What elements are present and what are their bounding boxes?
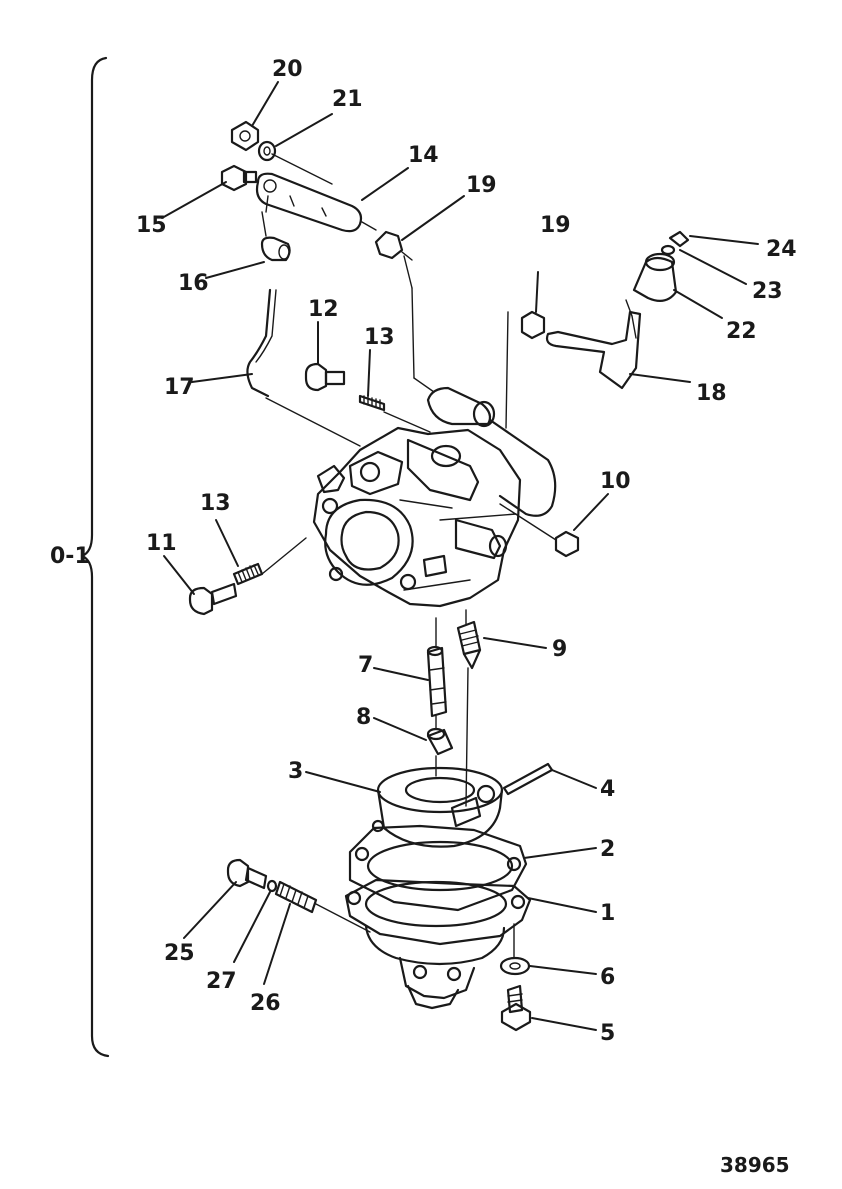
callout-19a: 19	[466, 173, 497, 198]
callout-7: 7	[358, 653, 373, 678]
part-screw-25	[226, 858, 268, 890]
callout-24: 24	[766, 237, 797, 262]
callout-21: 21	[332, 87, 363, 112]
callout-27: 27	[206, 969, 237, 994]
part-screw-10	[554, 530, 580, 558]
callout-13a: 13	[364, 325, 395, 350]
part-pin-4	[502, 762, 554, 796]
part-rod-17	[246, 288, 277, 398]
callout-3: 3	[288, 759, 303, 784]
figure-number: 38965	[720, 1153, 790, 1177]
part-screw-15	[220, 164, 258, 192]
callout-15: 15	[136, 213, 167, 238]
callout-11: 11	[146, 531, 177, 556]
part-bushing-16	[260, 236, 291, 262]
callout-23: 23	[752, 279, 783, 304]
part-spring-13a	[358, 394, 386, 412]
part-screw-11	[188, 582, 238, 616]
callout-9: 9	[552, 637, 567, 662]
callout-20: 20	[272, 57, 303, 82]
callout-6: 6	[600, 965, 615, 990]
callout-13b: 13	[200, 491, 231, 516]
callout-19b: 19	[540, 213, 571, 238]
part-clip-19a	[374, 230, 413, 261]
part-washer-21	[257, 140, 277, 162]
callout-18: 18	[696, 381, 727, 406]
part-nozzle-7	[426, 645, 448, 718]
part-float-3	[376, 766, 504, 848]
part-bowl-1	[344, 878, 532, 1010]
assembly-centerlines	[261, 153, 633, 959]
group-label: 0-1	[50, 544, 90, 569]
callout-4: 4	[600, 777, 615, 802]
callout-17: 17	[164, 375, 195, 400]
part-screw-5	[500, 984, 532, 1032]
part-spring-26	[274, 880, 318, 914]
callout-1: 1	[600, 901, 615, 926]
callout-12: 12	[308, 297, 339, 322]
part-needle-9	[456, 620, 482, 670]
callout-5: 5	[600, 1021, 615, 1046]
callout-26: 26	[250, 991, 281, 1016]
part-washer-23	[660, 244, 676, 256]
callout-14: 14	[408, 143, 439, 168]
part-screw-12	[304, 362, 346, 392]
callout-8: 8	[356, 705, 371, 730]
callout-labels: 20 21 14 15 19 16 19 24 23 22 12 13 17 1…	[136, 57, 797, 1046]
part-gasket-2	[348, 819, 528, 912]
part-spring-13b	[232, 562, 264, 586]
callout-2: 2	[600, 837, 615, 862]
callout-25: 25	[164, 941, 195, 966]
part-roller-22	[632, 252, 678, 303]
group-bracket	[80, 56, 110, 1058]
callout-16: 16	[178, 271, 209, 296]
callout-22: 22	[726, 319, 757, 344]
part-carburetor-body	[312, 386, 557, 608]
part-screw-24	[668, 230, 690, 248]
leader-lines	[161, 81, 759, 1031]
part-shaft-18	[545, 310, 642, 390]
part-lever-14	[255, 172, 377, 233]
callout-10: 10	[600, 469, 631, 494]
part-washer-6	[499, 956, 531, 976]
part-jet-8	[426, 727, 454, 756]
part-oring-27	[266, 879, 278, 893]
part-nut-20	[230, 120, 260, 152]
part-clip-19b	[520, 310, 546, 340]
